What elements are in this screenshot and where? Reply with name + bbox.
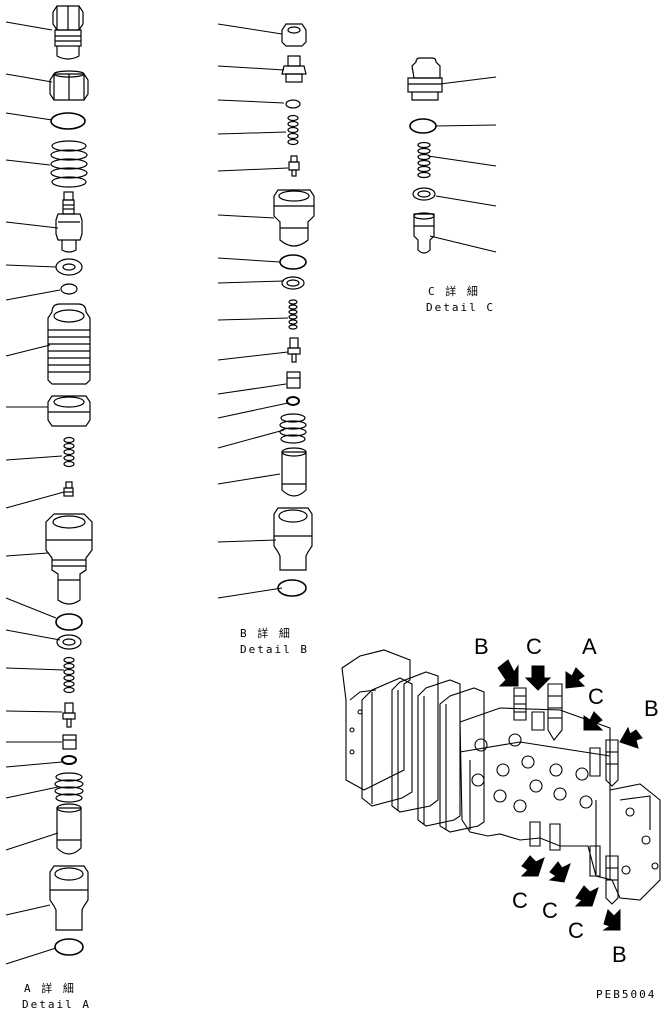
detail-b-leader-lines xyxy=(217,23,289,599)
poppet-icon xyxy=(63,481,74,497)
valve-body-icon xyxy=(45,513,93,605)
spring-icon xyxy=(63,436,75,468)
poppet-icon xyxy=(62,702,76,728)
o-ring-icon xyxy=(61,755,77,765)
detail-a-caption-en: Detail A xyxy=(22,998,91,1011)
callout-b-top-left: B xyxy=(474,634,489,659)
o-ring-icon xyxy=(55,258,83,276)
nut-icon xyxy=(47,395,91,427)
o-ring-icon xyxy=(56,634,82,650)
direction-arrow-icon xyxy=(574,885,599,907)
spring-icon xyxy=(288,299,298,330)
spring-icon xyxy=(63,656,75,694)
callout-c-top: C xyxy=(526,634,542,659)
plug-icon xyxy=(407,57,443,101)
detail-b-caption-jp: B 詳 細 xyxy=(240,627,292,640)
figure-code: PEB5004 xyxy=(596,988,657,1001)
plug-icon xyxy=(286,371,301,389)
valve-body-icon xyxy=(47,303,91,385)
o-ring-icon xyxy=(54,938,84,956)
valve-body-icon xyxy=(273,507,313,571)
valve-body-icon xyxy=(56,803,82,855)
detail-c-caption-jp: C 詳 細 xyxy=(428,285,480,298)
assembly-port-holes xyxy=(471,733,659,875)
direction-arrow-icon xyxy=(583,711,604,731)
nut-icon xyxy=(281,23,307,47)
spring-icon xyxy=(287,114,299,146)
o-ring-icon xyxy=(286,396,300,406)
o-ring-icon xyxy=(285,99,301,109)
spring-icon xyxy=(279,413,307,444)
o-ring-icon xyxy=(281,276,305,290)
detail-a-column xyxy=(5,5,93,965)
callout-c-right: C xyxy=(588,684,604,709)
poppet-icon xyxy=(287,337,301,363)
o-ring-icon xyxy=(277,579,307,597)
direction-arrow-icon xyxy=(548,861,571,883)
o-ring-icon xyxy=(412,187,436,201)
spring-icon xyxy=(417,141,431,179)
assembly-fittings xyxy=(513,683,619,905)
poppet-icon xyxy=(55,191,83,253)
callout-b-right: B xyxy=(644,696,659,721)
spring-icon xyxy=(50,140,88,188)
poppet-icon xyxy=(288,155,300,177)
o-ring-icon xyxy=(55,613,83,631)
o-ring-icon xyxy=(50,112,86,130)
detail-c-caption-en: Detail C xyxy=(426,301,495,314)
plug-icon xyxy=(52,5,84,60)
nut-icon xyxy=(49,70,89,101)
callout-c-bottom-3: C xyxy=(568,918,584,943)
callout-b-bottom: B xyxy=(612,942,627,967)
callout-c-bottom-2: C xyxy=(542,898,558,923)
valve-body-icon xyxy=(273,189,315,247)
direction-arrows xyxy=(497,659,643,931)
direction-arrow-icon xyxy=(524,665,552,691)
poppet-icon xyxy=(413,212,435,254)
detail-c-column xyxy=(407,57,497,254)
o-ring-icon xyxy=(409,118,437,134)
valve-body-icon xyxy=(49,865,89,931)
valve-body-icon xyxy=(281,447,307,497)
detail-c-leader-lines xyxy=(427,76,497,253)
detail-a-leader-lines xyxy=(5,21,65,965)
direction-arrow-icon xyxy=(520,855,545,877)
ball-icon xyxy=(60,283,78,295)
callout-c-bottom-1: C xyxy=(512,888,528,913)
control-valve-assembly-icon xyxy=(341,649,661,905)
direction-arrow-icon xyxy=(602,908,621,931)
direction-arrow-icon xyxy=(619,726,643,749)
plug-icon xyxy=(281,55,307,83)
detail-b-caption-en: Detail B xyxy=(240,643,309,656)
detail-a-caption-jp: A 詳 細 xyxy=(24,982,76,995)
direction-arrow-icon xyxy=(565,667,586,689)
spring-icon xyxy=(54,772,84,803)
detail-b-column xyxy=(217,23,315,599)
callout-a-top: A xyxy=(582,634,597,659)
direction-arrow-icon xyxy=(497,659,519,687)
plug-icon xyxy=(62,734,77,750)
o-ring-icon xyxy=(279,254,307,270)
